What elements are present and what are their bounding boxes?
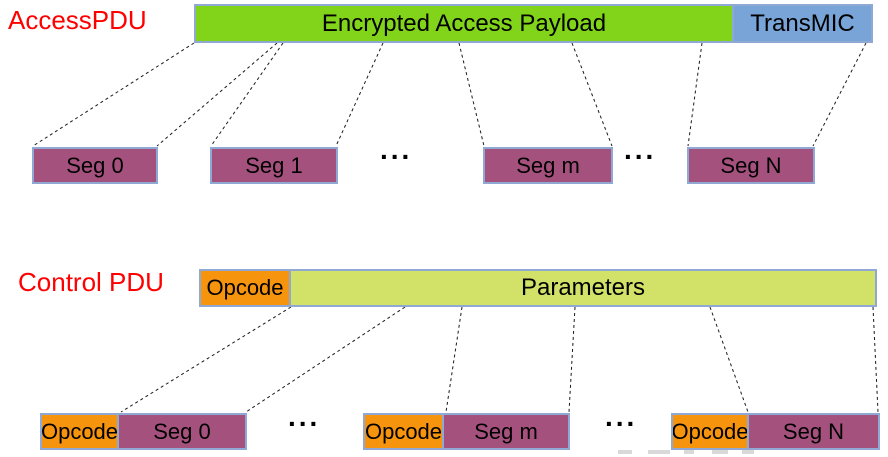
- control-segment-m-seg-label: Seg m: [474, 418, 538, 444]
- access-ellipsis-2: ...: [624, 134, 657, 165]
- control-segment-0-seg-label: Seg 0: [153, 418, 211, 444]
- watermark-fragment: [618, 450, 632, 454]
- access-segment-seg0: Seg 0: [32, 147, 158, 184]
- access-segment-segn-label: Seg N: [720, 152, 782, 178]
- encrypted-access-payload-box: Encrypted Access Payload: [194, 4, 734, 43]
- watermark-fragment: [742, 450, 754, 454]
- access-segment-segn: Seg N: [687, 147, 815, 184]
- control-segment-n-seg: Seg N: [747, 413, 880, 450]
- parameters-label: Parameters: [520, 274, 646, 301]
- watermark-fragment: [648, 450, 670, 454]
- transmic-label: TransMIC: [750, 9, 855, 37]
- parameters-box: Parameters: [289, 269, 877, 307]
- control-pdu-title: Control PDU: [18, 267, 164, 297]
- control-segment-n-seg-label: Seg N: [782, 418, 845, 444]
- access-segment-seg1-label: Seg 1: [245, 152, 303, 178]
- control-segment-0-opcode-label: Opcode: [40, 418, 119, 444]
- control-opcode-label: Opcode: [206, 275, 284, 300]
- control-segment-n-opcode: Opcode: [671, 413, 749, 450]
- watermark-fragment: [684, 450, 694, 454]
- control-segment-m-opcode: Opcode: [363, 413, 444, 450]
- control-segment-0-opcode: Opcode: [40, 413, 119, 450]
- transmic-box: TransMIC: [732, 4, 873, 43]
- control-segment-m-opcode-label: Opcode: [364, 418, 443, 444]
- access-segment-seg1: Seg 1: [210, 147, 338, 184]
- access-segment-seg0-label: Seg 0: [66, 152, 124, 178]
- access-pdu-title: AccessPDU: [8, 5, 147, 35]
- control-opcode-box: Opcode: [199, 269, 291, 307]
- access-ellipsis-1: ...: [380, 134, 413, 165]
- control-ellipsis-2: ...: [605, 401, 638, 432]
- access-segment-segm: Seg m: [483, 147, 613, 184]
- watermark-fragment: [712, 450, 728, 454]
- control-segment-m-seg: Seg m: [442, 413, 570, 450]
- encrypted-access-payload-label: Encrypted Access Payload: [321, 9, 607, 37]
- control-segment-n-opcode-label: Opcode: [671, 418, 749, 444]
- control-segment-0-seg: Seg 0: [117, 413, 247, 450]
- control-ellipsis-1: ...: [288, 401, 321, 432]
- access-segment-segm-label: Seg m: [516, 152, 580, 178]
